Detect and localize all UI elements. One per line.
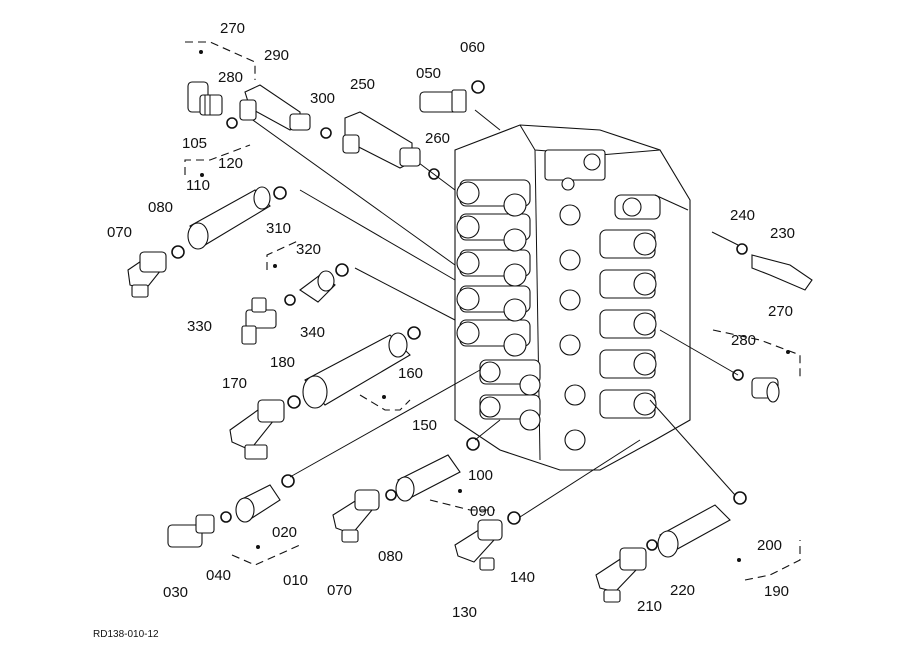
elbow-fitting-170 [229, 399, 285, 460]
o-ring-160 [407, 326, 421, 340]
valve-cartridge-150 [302, 332, 411, 409]
tee-fitting-330 [241, 297, 277, 345]
relief-valve-110 [187, 186, 271, 250]
callout-290: 290 [264, 47, 289, 64]
o-ring-140 [507, 511, 521, 525]
callout-labels: 270 290 060 050 280 300 250 260 105 120 … [107, 20, 795, 621]
callout-200: 200 [757, 537, 782, 554]
adapter-020 [235, 484, 281, 523]
valve-cartridge-190 [657, 504, 731, 558]
plug-050 [419, 89, 467, 113]
elbow-fitting-070-bottom [332, 489, 380, 543]
callout-190: 190 [764, 583, 789, 600]
callout-040: 040 [206, 567, 231, 584]
o-ring-300 [320, 127, 332, 139]
callout-020: 020 [272, 524, 297, 541]
callout-160: 160 [398, 365, 423, 382]
callout-240: 240 [730, 207, 755, 224]
elbow-fitting-210 [595, 547, 647, 603]
o-ring-220 [646, 539, 658, 551]
callout-080-bottom: 080 [378, 548, 403, 565]
o-ring-340 [284, 294, 296, 306]
o-ring-180 [287, 395, 301, 409]
callout-070-bottom: 070 [327, 582, 352, 599]
callout-330: 330 [187, 318, 212, 335]
o-ring-320 [335, 263, 349, 277]
callout-105: 105 [182, 135, 207, 152]
callout-150: 150 [412, 417, 437, 434]
callout-260: 260 [425, 130, 450, 147]
control-valve-block [454, 124, 691, 471]
elbow-fitting-070-left [127, 251, 167, 298]
leader-lines [249, 109, 739, 518]
pipe-250 [342, 111, 421, 169]
callout-140: 140 [510, 569, 535, 586]
o-ring-080-bottom [385, 489, 397, 501]
callout-270-top: 270 [220, 20, 245, 37]
callout-230: 230 [770, 225, 795, 242]
fitting-230 [751, 254, 813, 291]
callout-280-right: 280 [731, 332, 756, 349]
o-ring-040 [220, 511, 232, 523]
o-ring-200 [733, 491, 747, 505]
elbow-fitting-270-top [187, 81, 223, 116]
group-brackets [184, 41, 801, 581]
drawing-code: RD138-010-12 [93, 629, 159, 640]
adapter-090 [395, 454, 461, 502]
callout-070-left: 070 [107, 224, 132, 241]
elbow-fitting-270-right [751, 377, 780, 403]
adapter-320 [299, 270, 336, 303]
o-ring-280-top [226, 117, 238, 129]
o-ring-020 [281, 474, 295, 488]
pipe-elbow-290 [239, 84, 311, 131]
callout-130: 130 [452, 604, 477, 621]
callout-210: 210 [637, 598, 662, 615]
callout-010: 010 [283, 572, 308, 589]
callout-220: 220 [670, 582, 695, 599]
o-ring-280-right [732, 369, 744, 381]
callout-280-top: 280 [218, 69, 243, 86]
o-ring-120 [273, 186, 287, 200]
callout-060: 060 [460, 39, 485, 56]
callout-030: 030 [163, 584, 188, 601]
elbow-fitting-030 [167, 514, 215, 548]
callout-170: 170 [222, 375, 247, 392]
callout-300: 300 [310, 90, 335, 107]
callout-270-right: 270 [768, 303, 793, 320]
callout-120: 120 [218, 155, 243, 172]
callout-050: 050 [416, 65, 441, 82]
callout-340: 340 [300, 324, 325, 341]
o-ring-080-left [171, 245, 185, 259]
callout-090: 090 [470, 503, 495, 520]
group-dots [199, 50, 790, 562]
callout-180: 180 [270, 354, 295, 371]
o-ring-060 [471, 80, 485, 94]
o-ring-240 [736, 243, 748, 255]
callout-080-left: 080 [148, 199, 173, 216]
elbow-fitting-130 [454, 519, 503, 571]
callout-320: 320 [296, 241, 321, 258]
callout-250: 250 [350, 76, 375, 93]
callout-110: 110 [186, 177, 210, 194]
callout-100: 100 [468, 467, 493, 484]
o-ring-260 [428, 168, 440, 180]
o-ring-100 [466, 437, 480, 451]
callout-310: 310 [266, 220, 291, 237]
